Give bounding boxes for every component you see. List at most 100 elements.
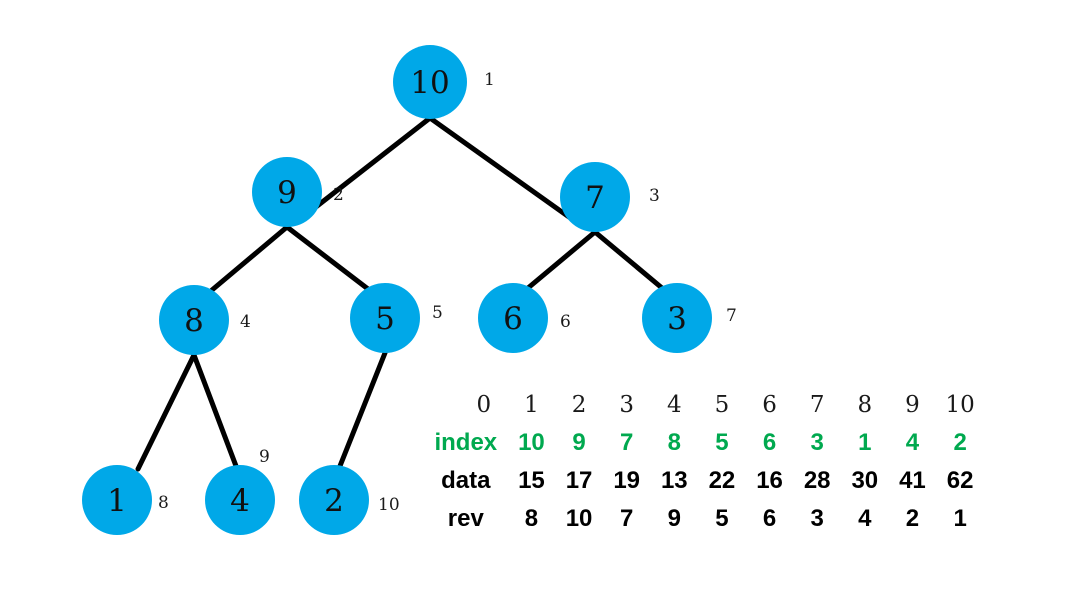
cell-rev-4: 5 — [715, 505, 729, 532]
cell-data-0: 15 — [518, 467, 545, 494]
table-header-row: 0 1 2 3 4 5 6 7 8 9 10 — [424, 386, 984, 424]
node-circle-3[interactable] — [642, 283, 712, 353]
node-circle-5[interactable] — [350, 283, 420, 353]
node-position-label-6: 6 — [560, 312, 571, 332]
node-value-label: 5 — [375, 301, 395, 337]
node-position-label-4: 4 — [240, 312, 251, 332]
cell-data-9: 62 — [946, 467, 974, 494]
node-circle-10[interactable] — [393, 45, 467, 119]
node-position-label-5: 5 — [432, 303, 443, 323]
column-header-4: 4 — [666, 392, 682, 418]
table-row-index: index 10 9 7 8 5 6 3 1 4 2 — [424, 424, 984, 462]
column-header-2: 2 — [571, 392, 587, 418]
cell-rev-9: 1 — [953, 505, 967, 532]
cell-rev-1: 10 — [565, 505, 593, 532]
cell-index-0: 10 — [518, 429, 545, 456]
node-position-label-7: 7 — [726, 306, 737, 326]
node-circle-8[interactable] — [159, 285, 229, 355]
tree-node-10[interactable]: 10 1 — [393, 45, 495, 119]
node-position-label-1: 1 — [484, 70, 495, 90]
column-header-8: 8 — [857, 392, 873, 418]
cell-rev-2: 7 — [620, 505, 634, 532]
node-value-label: 7 — [585, 180, 605, 216]
column-header-10: 10 — [945, 392, 975, 418]
column-header-1: 1 — [524, 392, 539, 418]
column-header-7: 7 — [809, 392, 825, 418]
row-label-index: index — [434, 429, 498, 456]
tree-edge-n4-n9 — [191, 352, 239, 469]
tree-node-4[interactable]: 49 — [205, 447, 275, 535]
cell-data-4: 22 — [708, 467, 736, 494]
column-header-0: 0 — [476, 392, 492, 418]
cell-data-1: 17 — [565, 467, 593, 494]
row-label-data: data — [441, 467, 491, 494]
node-circle-7[interactable] — [560, 162, 630, 232]
cell-rev-0: 8 — [524, 505, 539, 532]
tree-edge-n5-n10 — [337, 350, 388, 469]
tree-edge-n1-n2 — [309, 115, 433, 213]
node-circle-1[interactable] — [82, 465, 152, 535]
cell-index-9: 2 — [953, 429, 967, 456]
node-value-label: 10 — [410, 65, 449, 101]
column-header-6: 6 — [762, 392, 777, 418]
column-header-9: 9 — [905, 392, 920, 418]
node-position-label-10: 10 — [378, 495, 400, 515]
tree-node-2[interactable]: 2 10 — [299, 465, 400, 535]
tree-edges — [135, 115, 665, 472]
node-circle-9[interactable] — [252, 157, 322, 227]
cell-index-8: 4 — [905, 429, 920, 456]
node-value-label: 9 — [277, 175, 297, 211]
cell-index-3: 8 — [667, 429, 681, 456]
node-value-label: 4 — [230, 483, 250, 519]
cell-rev-5: 6 — [762, 505, 777, 532]
tree-edge-n2-n5 — [284, 224, 371, 292]
node-value-label: 3 — [667, 301, 687, 337]
tree-edge-n3-n7 — [592, 229, 665, 291]
tree-edge-n4-n8 — [135, 352, 197, 472]
cell-data-2: 19 — [613, 467, 641, 494]
cell-rev-8: 2 — [905, 505, 920, 532]
header-corner-cell — [424, 386, 460, 424]
cell-index-1: 9 — [572, 429, 586, 456]
cell-rev-7: 4 — [858, 505, 872, 532]
cell-data-6: 28 — [803, 467, 831, 494]
cell-data-7: 30 — [851, 467, 879, 494]
column-header-3: 3 — [619, 392, 634, 418]
table-row-rev: rev 8 10 7 9 5 6 3 4 2 1 — [424, 500, 984, 538]
node-value-label: 6 — [503, 301, 523, 337]
node-circle-4[interactable] — [205, 465, 275, 535]
tree-edge-n2-n4 — [209, 224, 290, 293]
column-header-5: 5 — [714, 392, 730, 418]
cell-index-5: 6 — [762, 429, 777, 456]
node-value-label: 1 — [107, 483, 127, 519]
cell-rev-6: 3 — [810, 505, 824, 532]
cell-index-6: 3 — [810, 429, 824, 456]
node-circle-2[interactable] — [299, 465, 369, 535]
node-position-label-3: 3 — [649, 186, 660, 206]
cell-index-2: 7 — [620, 429, 634, 456]
cell-index-4: 5 — [715, 429, 729, 456]
cell-data-3: 13 — [660, 467, 688, 494]
row-label-rev: rev — [447, 505, 484, 532]
cell-index-7: 1 — [858, 429, 872, 456]
node-value-label: 2 — [324, 483, 344, 519]
node-position-label-9: 9 — [259, 447, 270, 467]
node-circle-6[interactable] — [478, 283, 548, 353]
cell-data-8: 41 — [899, 467, 926, 494]
tree-edge-n1-n3 — [427, 115, 579, 225]
cell-rev-3: 9 — [667, 505, 681, 532]
node-value-label: 8 — [184, 303, 204, 339]
node-position-label-8: 8 — [158, 493, 169, 513]
